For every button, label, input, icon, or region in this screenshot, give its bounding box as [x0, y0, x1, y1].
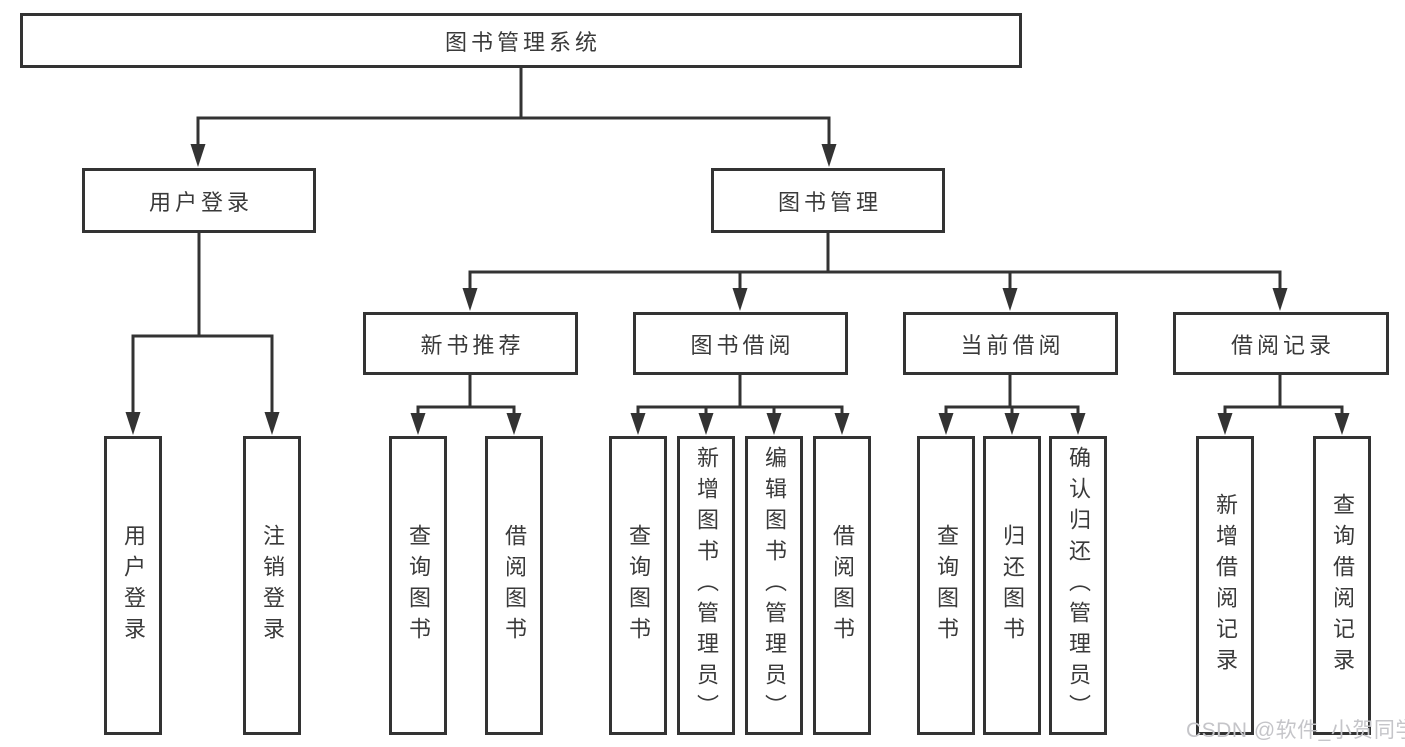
- arrow-down-icon: [1217, 413, 1233, 435]
- node-leaf-confirm-return-admin: 确认归还（管理员）: [1049, 436, 1107, 735]
- node-new-book-recommend: 新书推荐: [363, 312, 578, 375]
- node-book-borrow: 图书借阅: [633, 312, 848, 375]
- node-book-management: 图书管理: [711, 168, 945, 233]
- node-user-login: 用户登录: [82, 168, 316, 233]
- arrow-down-icon: [1334, 413, 1350, 435]
- arrow-down-icon: [938, 413, 954, 435]
- node-leaf-logout: 注销登录: [243, 436, 301, 735]
- node-borrow-records: 借阅记录: [1173, 312, 1389, 375]
- arrow-down-icon: [766, 413, 782, 435]
- connector-newbooks-children: [410, 375, 522, 435]
- node-leaf-add-borrow-record: 新增借阅记录: [1196, 436, 1254, 735]
- node-leaf-return-book: 归还图书: [983, 436, 1041, 735]
- node-leaf-borrow-books-1: 借阅图书: [485, 436, 543, 735]
- node-current-borrow: 当前借阅: [903, 312, 1118, 375]
- arrow-down-icon: [1004, 413, 1020, 435]
- arrow-down-icon: [125, 412, 141, 435]
- node-leaf-query-borrow-record: 查询借阅记录: [1313, 436, 1371, 735]
- node-leaf-edit-book-admin: 编辑图书（管理员）: [745, 436, 803, 735]
- connector-root-to-level2: [190, 67, 837, 167]
- arrow-down-icon: [698, 413, 714, 435]
- connector-records-children: [1217, 375, 1350, 435]
- node-leaf-borrow-books-2: 借阅图书: [813, 436, 871, 735]
- arrow-down-icon: [1002, 288, 1018, 311]
- connector-userlogin-branch: [125, 233, 280, 435]
- arrow-down-icon: [264, 412, 280, 435]
- arrow-down-icon: [410, 413, 426, 435]
- node-leaf-query-books-1: 查询图书: [389, 436, 447, 735]
- arrow-down-icon: [630, 413, 646, 435]
- connector-current-children: [938, 375, 1086, 435]
- arrow-down-icon: [821, 144, 837, 167]
- node-root: 图书管理系统: [20, 13, 1022, 68]
- arrow-down-icon: [462, 288, 478, 311]
- node-leaf-add-book-admin: 新增图书（管理员）: [677, 436, 735, 735]
- connector-borrow-children: [630, 375, 850, 435]
- arrow-down-icon: [1070, 413, 1086, 435]
- arrow-down-icon: [834, 413, 850, 435]
- node-leaf-query-books-2: 查询图书: [609, 436, 667, 735]
- arrow-down-icon: [506, 413, 522, 435]
- csdn-watermark: CSDN @软件_小贺同学: [1186, 719, 1405, 742]
- connector-bookmgmt-to-level3: [462, 233, 1288, 311]
- node-leaf-query-books-3: 查询图书: [917, 436, 975, 735]
- node-leaf-user-login: 用户登录: [104, 436, 162, 735]
- arrow-down-icon: [1272, 288, 1288, 311]
- arrow-down-icon: [732, 288, 748, 311]
- arrow-down-icon: [190, 144, 206, 167]
